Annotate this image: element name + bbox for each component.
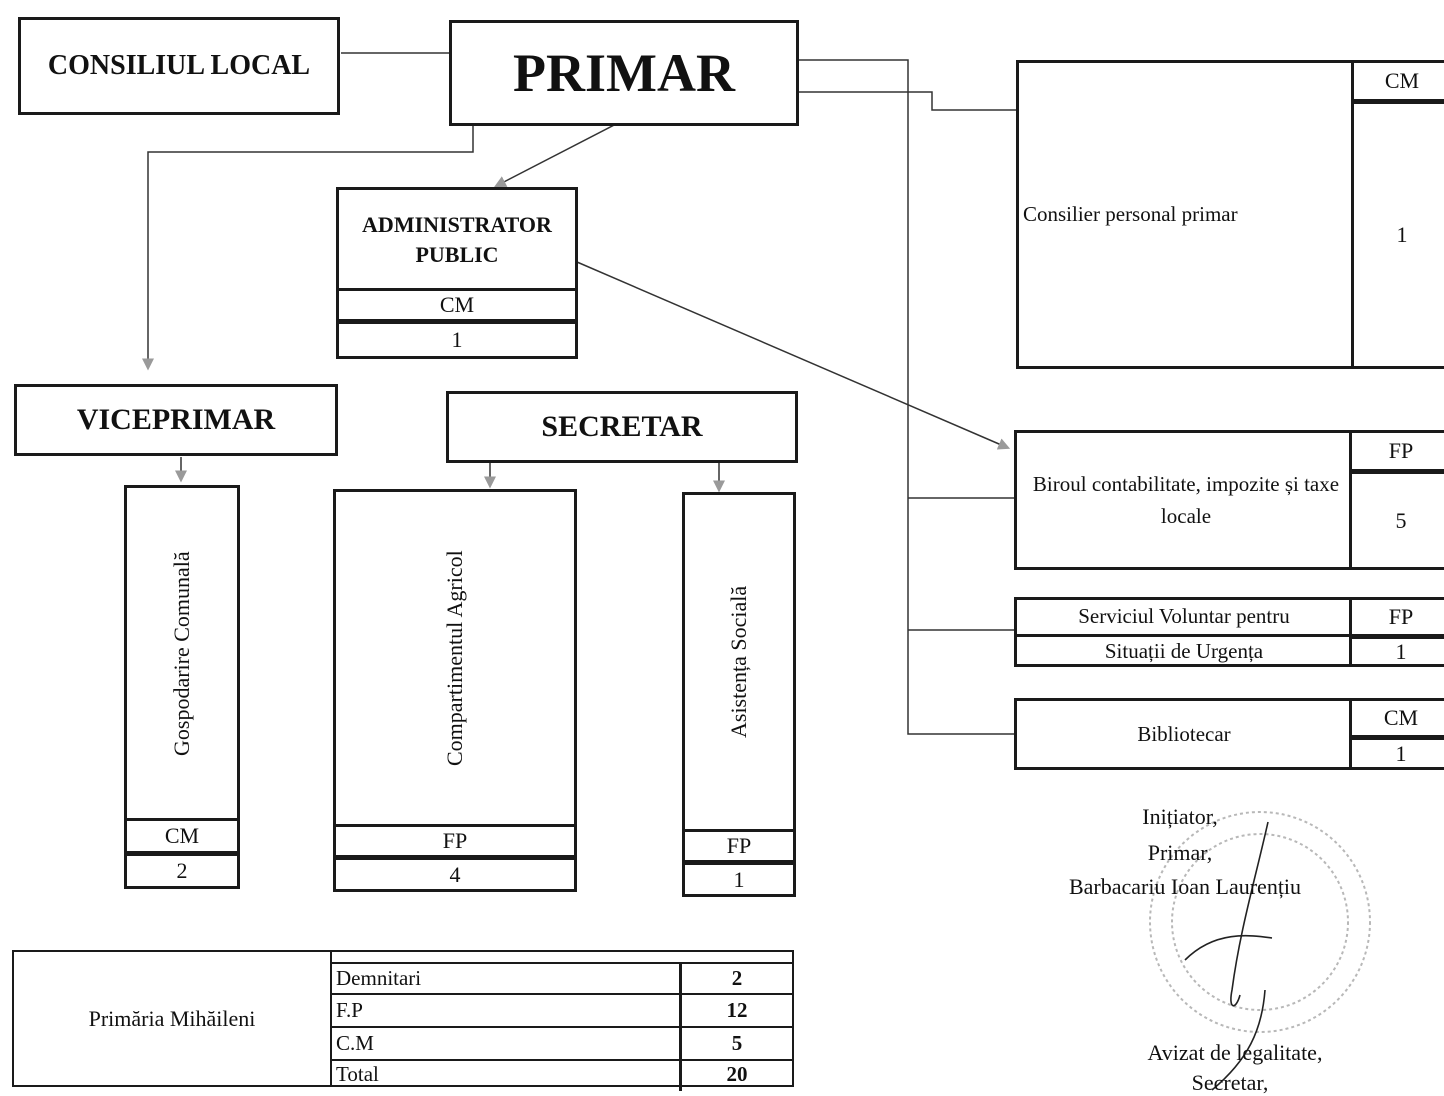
- consiliul-local-box: CONSILIUL LOCAL: [18, 17, 340, 115]
- primar-title: Primar,: [1147, 840, 1213, 865]
- biroul-count: 5: [1349, 471, 1444, 570]
- summary-row: Total 20: [332, 1058, 792, 1091]
- gospodarire-type: CM: [124, 818, 240, 854]
- primar-name: Barbacariu Ioan Laurențiu: [1068, 874, 1302, 899]
- bibliotecar-label: Bibliotecar: [1137, 721, 1231, 746]
- consilier-type: CM: [1351, 60, 1444, 102]
- agricol-count: 4: [333, 857, 577, 892]
- summary-row: Demnitari 2: [332, 962, 792, 995]
- serviciul-voluntar-label-1: Serviciul Voluntar pentru: [1078, 603, 1290, 628]
- serviciul-voluntar-box: Serviciul Voluntar pentru Situații de Ur…: [1014, 597, 1444, 667]
- summary-title: Primăria Mihăileni: [14, 952, 332, 1085]
- viceprimar-box: VICEPRIMAR: [14, 384, 338, 456]
- secretar-box: SECRETAR: [446, 391, 798, 463]
- bibliotecar-box: Bibliotecar CM 1: [1014, 698, 1444, 770]
- biroul-type: FP: [1349, 430, 1444, 472]
- primar-label: PRIMAR: [513, 43, 735, 103]
- avizat-label: Avizat de legalitate,: [1147, 1040, 1323, 1065]
- summary-row-label: F.P: [332, 995, 682, 1026]
- viceprimar-label: VICEPRIMAR: [76, 403, 276, 436]
- primar-box: PRIMAR: [449, 20, 799, 126]
- biroul-contabilitate-box: Biroul contabilitate, impozite și taxe l…: [1014, 430, 1444, 570]
- summary-row: F.P 12: [332, 995, 792, 1028]
- agricol-type: FP: [333, 824, 577, 858]
- asistenta-sociala-box: Asistența Socială FP 1: [682, 492, 796, 897]
- summary-row: C.M 5: [332, 1028, 792, 1061]
- serviciul-voluntar-label-2: Situații de Urgența: [1017, 634, 1351, 666]
- administrator-count: 1: [336, 321, 578, 359]
- asistenta-count: 1: [682, 862, 796, 897]
- summary-row-label: Total: [332, 1058, 682, 1091]
- summary-row-label: C.M: [332, 1028, 682, 1059]
- bibliotecar-type: CM: [1349, 698, 1444, 738]
- consilier-count: 1: [1351, 101, 1444, 369]
- administrator-public-box: ADMINISTRATOR PUBLIC CM 1: [336, 187, 578, 359]
- consiliul-local-label: CONSILIUL LOCAL: [47, 50, 311, 81]
- summary-row-value: 20: [726, 1062, 748, 1086]
- secretar-label: SECRETAR: [541, 410, 703, 443]
- summary-row-value: 12: [726, 998, 748, 1022]
- gospodarire-comunala-box: Gospodarire Comunală CM 2: [124, 485, 240, 889]
- asistenta-type: FP: [682, 829, 796, 863]
- summary-table: Primăria Mihăileni Demnitari 2 F.P 12 C.…: [12, 950, 794, 1091]
- initiator-label: Inițiator,: [1142, 804, 1218, 829]
- serviciul-type: FP: [1349, 597, 1444, 637]
- serviciul-count: 1: [1349, 636, 1444, 667]
- compartimentul-agricol-box: Compartimentul Agricol FP 4: [333, 489, 577, 892]
- bibliotecar-count: 1: [1349, 737, 1444, 770]
- secretar-title: Secretar,: [1191, 1070, 1269, 1095]
- administrator-type: CM: [336, 288, 578, 322]
- consilier-personal-label: Consilier personal primar: [1023, 202, 1238, 226]
- gospodarire-count: 2: [124, 853, 240, 889]
- biroul-contabilitate-label: Biroul contabilitate, impozite și taxe l…: [1032, 472, 1340, 528]
- summary-row-value: 2: [731, 966, 743, 990]
- summary-row-value: 5: [731, 1031, 743, 1055]
- summary-row-label: Demnitari: [332, 964, 682, 993]
- administrator-public-label: ADMINISTRATOR PUBLIC: [362, 212, 552, 267]
- consilier-personal-box: Consilier personal primar CM 1: [1016, 60, 1444, 369]
